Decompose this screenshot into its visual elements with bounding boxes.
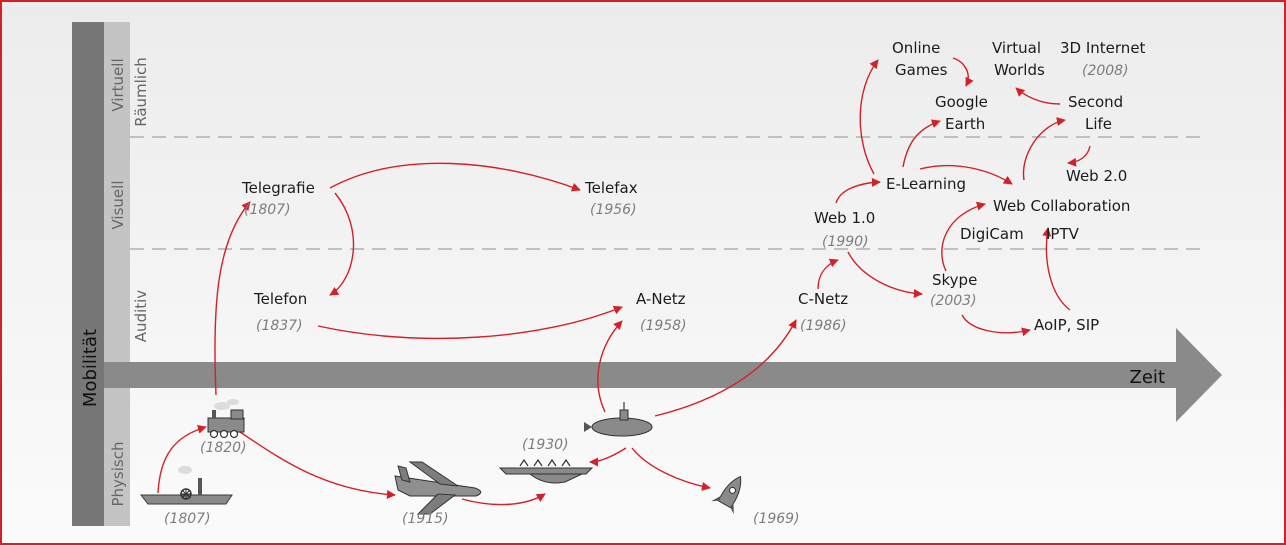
node-cnetz-label: C-Netz: [798, 290, 848, 308]
node-telegrafie-year: (1807): [244, 202, 291, 218]
node-second-life-line1: Second: [1068, 93, 1123, 111]
locomotive-year: (1820): [200, 440, 247, 456]
band-label-visuell: Visuell: [109, 181, 127, 230]
submarine-icon: [584, 402, 653, 437]
node-iptv-label: IPTV: [1046, 225, 1080, 243]
steamship-icon: [139, 466, 233, 505]
band-label-physisch: Physisch: [109, 442, 127, 507]
airplane-year: (1915): [402, 511, 449, 527]
node-virtual-worlds-line1: Virtual: [992, 39, 1041, 57]
node-web1-label: Web 1.0: [814, 209, 875, 227]
node-telefax-year: (1956): [590, 202, 637, 218]
time-axis-title: Zeit: [1130, 367, 1165, 388]
rocket-icon: [711, 475, 742, 515]
node-telefon-label: Telefon: [253, 290, 307, 308]
node-telegrafie-label: Telegrafie: [241, 179, 315, 197]
node-elearning-label: E-Learning: [886, 175, 966, 193]
node-google-earth-line2: Earth: [945, 115, 985, 133]
node-web2-label: Web 2.0: [1066, 167, 1127, 185]
node-second-life-line2: Life: [1085, 115, 1112, 133]
node-aoip-sip-label: AoIP, SIP: [1034, 316, 1099, 334]
node-anetz-year: (1958): [640, 318, 687, 334]
seaplane-icon: [498, 458, 594, 484]
mobility-axis-title: Mobilität: [80, 329, 101, 407]
seaplane-year: (1930): [522, 437, 569, 453]
node-skype-label: Skype: [932, 271, 977, 289]
node-online-games-line2: Games: [895, 61, 948, 79]
connection-arrows: [157, 57, 1091, 506]
node-skype-year: (2003): [930, 293, 977, 309]
band-label-virtuell: Virtuell: [109, 58, 127, 111]
node-3d-internet-label: 3D Internet: [1060, 39, 1146, 57]
node-telefax-label: Telefax: [584, 179, 638, 197]
steamship-year: (1807): [164, 511, 211, 527]
node-web1-year: (1990): [822, 234, 869, 250]
mobility-axis-bar: [72, 22, 104, 526]
node-web-collaboration-label: Web Collaboration: [993, 197, 1130, 215]
node-telefon-year: (1837): [256, 318, 303, 334]
node-google-earth-line1: Google: [935, 93, 988, 111]
node-anetz-label: A-Netz: [636, 290, 686, 308]
band-label-strip: [104, 22, 130, 526]
node-virtual-worlds-line2: Worlds: [994, 61, 1045, 79]
node-online-games-line1: Online: [892, 39, 940, 57]
node-cnetz-year: (1986): [800, 318, 847, 334]
band-label-raeumlich: Räumlich: [132, 57, 150, 127]
node-3d-internet-year: (2008): [1082, 63, 1129, 79]
time-axis-arrow: [104, 328, 1222, 422]
airplane-icon: [394, 461, 482, 515]
locomotive-icon: [207, 399, 245, 439]
band-label-auditiv: Auditiv: [132, 290, 150, 343]
rocket-year: (1969): [753, 511, 800, 527]
node-digicam-label: DigiCam: [960, 225, 1024, 243]
